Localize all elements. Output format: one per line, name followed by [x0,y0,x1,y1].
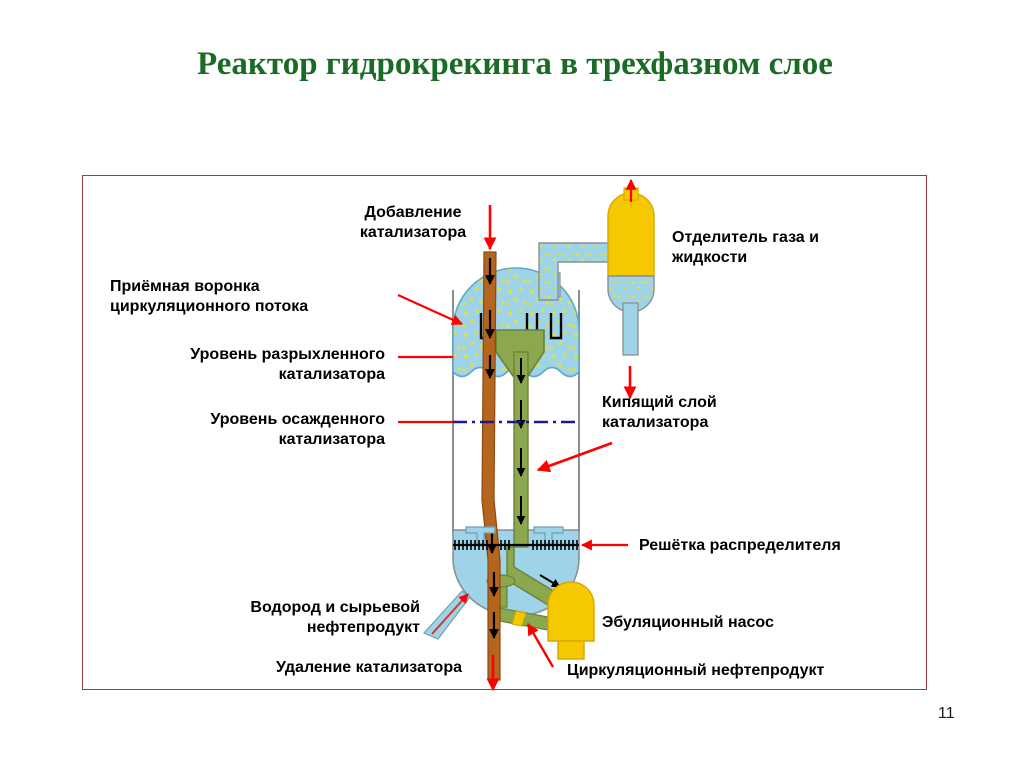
page-number: 11 [938,705,955,722]
label-catalyst-removal: Удаление катализатора [275,659,462,676]
label-gas-liquid-separator: Отделитель газа и жидкости [672,229,819,266]
label-recycle-oil: Циркуляционный нефтепродукт [567,662,825,679]
label-expanded-catalyst-level: Уровень разрыхленного катализатора [190,346,385,383]
label-ebullated-bed: Кипящий слой катализатора [602,394,717,431]
page-title: Реактор гидрокрекинга в трехфазном слое [197,46,833,82]
label-settled-catalyst-level: Уровень осажденного катализатора [210,411,385,448]
label-recycle-cup: Приёмная воронка циркуляционного потока [110,278,309,315]
label-catalyst-addition: Добавление катализатора [359,204,467,241]
label-ebullating-pump: Эбуляционный насос [602,614,774,631]
label-distributor-grid: Решётка распределителя [639,537,841,554]
label-hydrogen-feed: Водород и сырьевой нефтепродукт [250,599,420,636]
